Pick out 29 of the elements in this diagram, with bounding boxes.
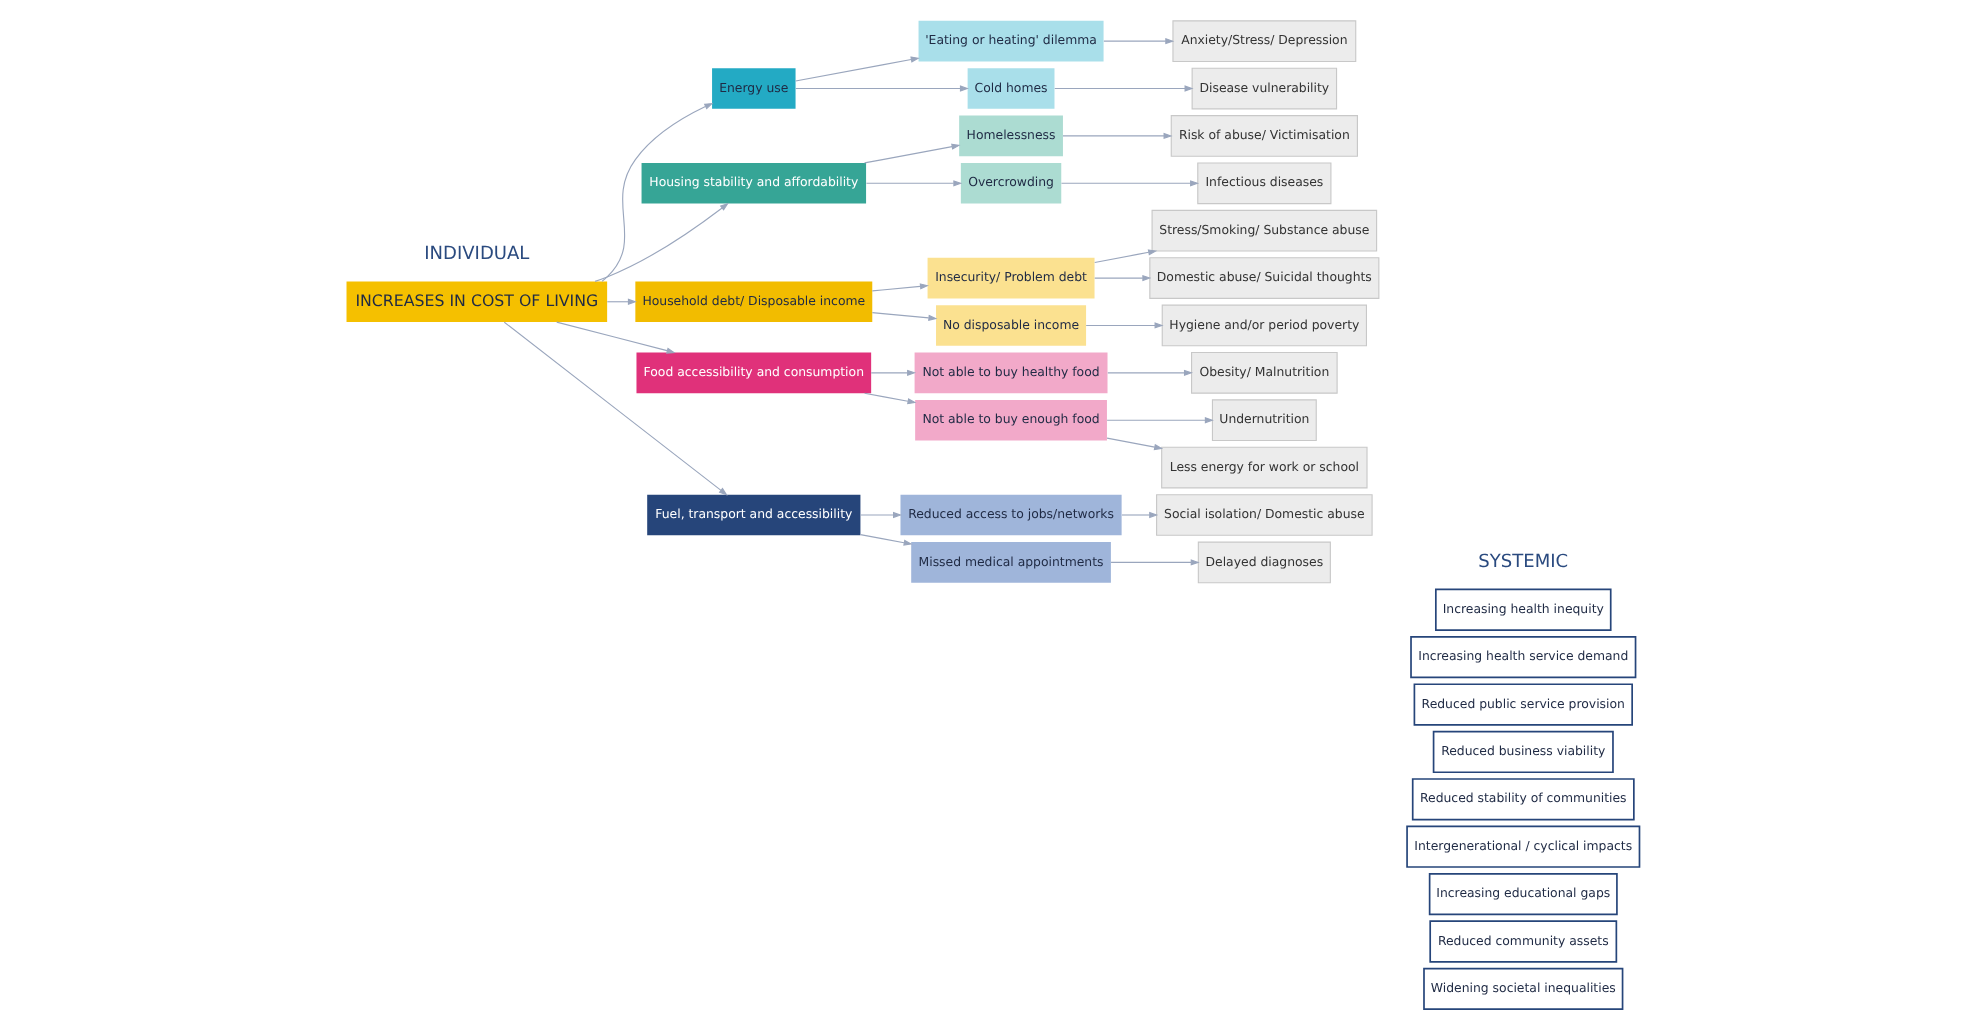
arrow (1103, 37, 1175, 45)
label: INDIVIDUAL (424, 244, 530, 265)
label: SYSTEMIC (1478, 552, 1569, 573)
arrow (859, 511, 903, 519)
arrow (1106, 417, 1214, 424)
arrow (1060, 180, 1200, 187)
arrow (601, 102, 714, 282)
arrow (871, 283, 929, 292)
arrow (503, 321, 728, 496)
arrow (594, 202, 729, 282)
arrow (864, 392, 917, 405)
arrow (870, 369, 917, 376)
arrow (556, 321, 676, 354)
arrow (1054, 85, 1194, 92)
arrow (1094, 274, 1152, 282)
arrow (859, 534, 913, 546)
arrow (865, 180, 963, 187)
arrow (1062, 132, 1173, 140)
arrow (1107, 369, 1193, 376)
arrow (864, 143, 961, 164)
arrow (795, 85, 969, 92)
arrow (1085, 322, 1164, 329)
arrow (871, 312, 938, 322)
arrow (1110, 559, 1200, 566)
arrow (606, 298, 637, 305)
arrow (1094, 249, 1158, 264)
arrow (795, 56, 920, 82)
arrow (1106, 437, 1164, 451)
arrow (1121, 511, 1159, 519)
